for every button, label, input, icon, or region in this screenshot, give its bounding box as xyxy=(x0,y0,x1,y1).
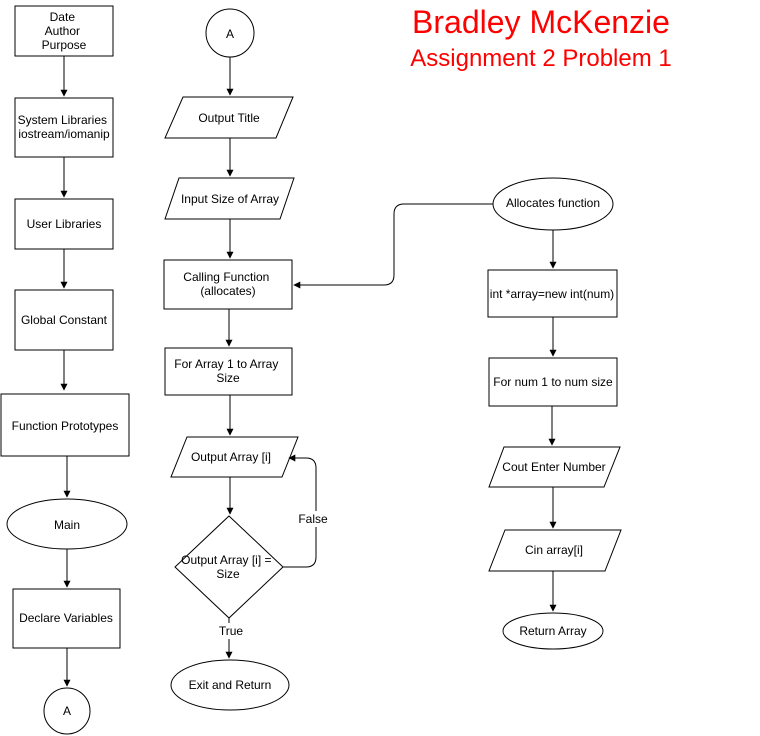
svg-text:User Libraries: User Libraries xyxy=(27,217,102,231)
node-main: Main xyxy=(6,498,128,550)
node-output-array: Output Array [i] xyxy=(170,436,299,478)
node-for-array: For Array 1 to Array Size xyxy=(164,347,293,396)
svg-text:For num 1 to num size: For num 1 to num size xyxy=(493,375,613,389)
page-title: Bradley McKenzie xyxy=(412,4,670,40)
node-date-author-purpose: Date Author Purpose xyxy=(14,5,114,57)
node-function-prototypes: Function Prototypes xyxy=(0,393,130,457)
node-output-title: Output Title xyxy=(164,96,294,139)
svg-text:Output Array [i]: Output Array [i] xyxy=(191,450,271,464)
svg-text:Cin array[i]: Cin array[i] xyxy=(525,543,583,557)
svg-text:A: A xyxy=(226,27,234,41)
svg-text:Calling Function (alloca: Calling Function (allocates) xyxy=(183,270,272,298)
node-declare-variables: Declare Variables xyxy=(12,588,121,649)
svg-text:Global Constant: Global Constant xyxy=(21,313,108,327)
node-global-constant: Global Constant xyxy=(14,289,114,351)
node-calling-function: Calling Function (allocates) xyxy=(163,259,293,310)
node-user-libraries: User Libraries xyxy=(14,198,114,250)
svg-text:Declare Variables: Declare Variables xyxy=(19,611,113,625)
svg-text:A: A xyxy=(63,704,71,718)
svg-text:int *array=new int(num): int *array=new int(num) xyxy=(490,287,614,301)
svg-text:Date Author Purpos: Date Author Purpose xyxy=(42,10,87,52)
node-allocates-function: Allocates function xyxy=(492,177,614,231)
connector-a-top: A xyxy=(205,8,255,58)
node-for-num: For num 1 to num size xyxy=(488,357,618,407)
connector-a-bottom: A xyxy=(43,687,91,735)
svg-text:Input Size of Array: Input Size of Array xyxy=(181,192,279,206)
node-return-array: Return Array xyxy=(502,612,604,650)
svg-text:Output Array [i] = Size: Output Array [i] = Size xyxy=(181,553,275,581)
svg-text:Allocates function: Allocates function xyxy=(506,196,600,210)
node-new-array: int *array=new int(num) xyxy=(487,269,618,318)
svg-text:Return Array: Return Array xyxy=(519,624,586,638)
svg-text:System Libraries iostrea: System Libraries iostream/iomanip xyxy=(18,113,111,141)
svg-text:Cout Enter Number: Cout Enter Number xyxy=(502,460,605,474)
svg-text:Function Prototypes: Function Prototypes xyxy=(12,419,119,433)
node-input-size: Input Size of Array xyxy=(164,177,295,220)
node-exit-return: Exit and Return xyxy=(170,659,290,711)
svg-text:Exit and Return: Exit and Return xyxy=(189,678,272,692)
page-subtitle: Assignment 2 Problem 1 xyxy=(410,45,671,72)
edge-label-true: True xyxy=(219,624,244,638)
svg-text:Output Title: Output Title xyxy=(198,111,260,125)
svg-text:For Array 1 to Array Siz: For Array 1 to Array Size xyxy=(174,357,281,385)
edge-allocates-to-calling xyxy=(293,203,493,289)
node-cout-enter: Cout Enter Number xyxy=(488,446,621,488)
edge-label-false: False xyxy=(298,512,328,526)
node-system-libraries: System Libraries iostream/iomanip xyxy=(14,97,114,158)
node-decision: Output Array [i] = Size xyxy=(174,515,284,619)
svg-text:Main: Main xyxy=(54,518,80,532)
node-cin-array: Cin array[i] xyxy=(488,529,622,572)
